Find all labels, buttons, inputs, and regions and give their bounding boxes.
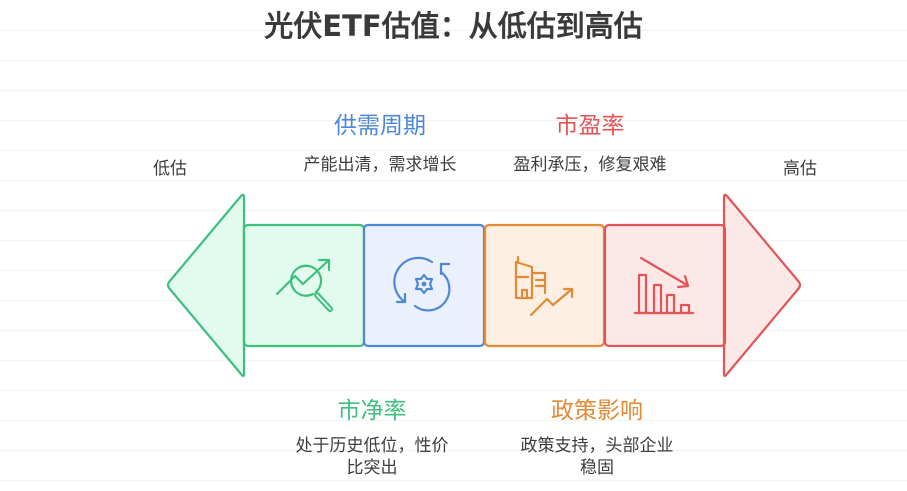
right-arrow-head [722,193,802,378]
gear-cycle-icon [393,256,451,312]
left-arrow-head [166,193,246,378]
desc-policy-impact-line1: 政策支持，头部企业 [520,436,674,456]
stage-box-pb-ratio [242,223,366,348]
stage-box-pe-ratio [603,223,727,348]
desc-pe-ratio: 盈利承压，修复艰难 [513,155,667,175]
heading-pb-ratio: 市净率 [337,398,407,424]
label-low-valuation: 低估 [153,159,187,179]
chart-trend-search-icon [275,258,333,312]
desc-supply-demand: 产能出清，需求增长 [303,155,457,175]
building-growth-icon [514,255,574,317]
desc-pb-ratio-line2: 比突出 [346,458,398,478]
heading-pe-ratio: 市盈率 [555,113,625,139]
label-high-valuation: 高估 [783,159,817,179]
heading-policy-impact: 政策影响 [551,398,643,424]
desc-policy-impact-line2: 稳固 [580,458,614,478]
heading-supply-demand: 供需周期 [334,113,426,139]
desc-pb-ratio-line1: 处于历史低位，性价 [295,436,449,456]
page-title: 光伏ETF估值：从低估到高估 [264,9,643,43]
bar-chart-decline-icon [633,256,695,315]
